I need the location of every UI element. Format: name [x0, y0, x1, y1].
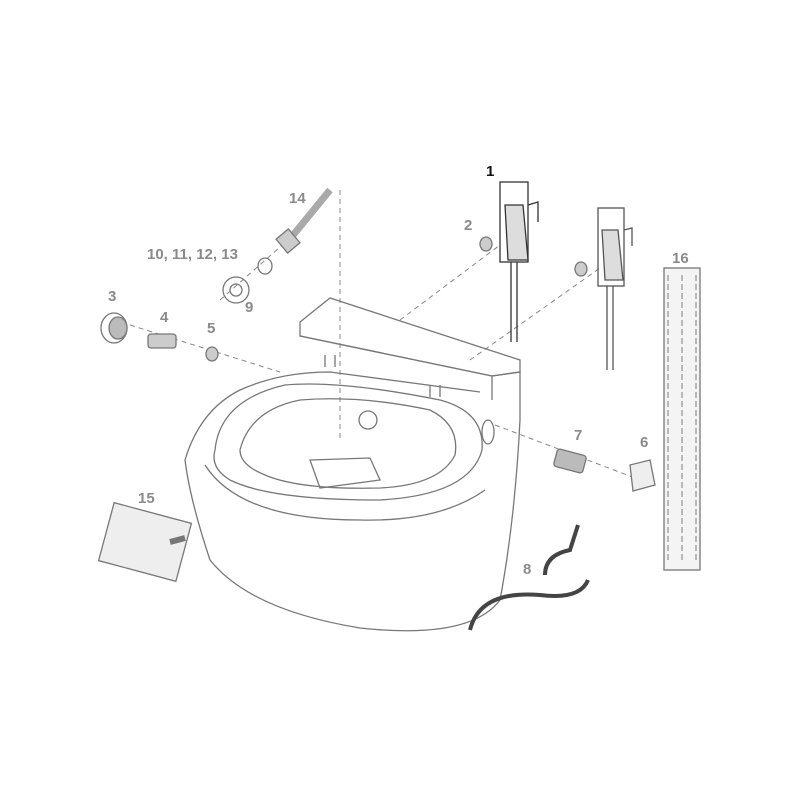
label-part-4: 4 [160, 309, 169, 326]
assembly-lines [129, 190, 636, 479]
label-part-5: 5 [207, 320, 216, 337]
label-part-9: 9 [245, 299, 254, 316]
actuator-duplicate [597, 207, 633, 370]
part-1-actuator [499, 181, 539, 342]
small-parts [97, 187, 656, 631]
label-part-6: 6 [640, 434, 649, 451]
label-part-8: 8 [523, 561, 532, 578]
label-part-14: 14 [289, 190, 306, 207]
label-part-3: 3 [108, 288, 117, 305]
label-part-16: 16 [672, 250, 689, 267]
label-parts-10-13: 10, 11, 12, 13 [147, 246, 238, 263]
label-part-2: 2 [464, 217, 473, 234]
part-16-strip [663, 267, 701, 571]
toilet-bowl [184, 297, 521, 632]
label-part-15: 15 [138, 490, 155, 507]
label-part-1: 1 [486, 163, 495, 180]
label-part-7: 7 [574, 427, 583, 444]
